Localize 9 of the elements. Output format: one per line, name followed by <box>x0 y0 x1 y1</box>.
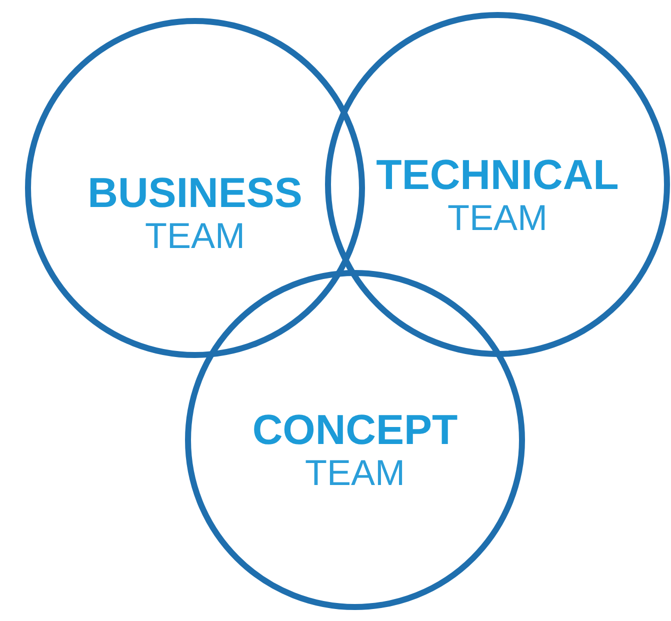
team-name: BUSINESS <box>88 170 302 216</box>
team-name: TECHNICAL <box>376 152 619 198</box>
team-label: TEAM <box>144 216 245 256</box>
team-circle <box>325 12 670 357</box>
team-label: TEAM <box>447 198 548 238</box>
team-circle <box>185 270 525 610</box>
team-name: CONCEPT <box>252 407 458 454</box>
team-circle <box>25 18 365 358</box>
team-label: TEAM <box>304 453 405 493</box>
